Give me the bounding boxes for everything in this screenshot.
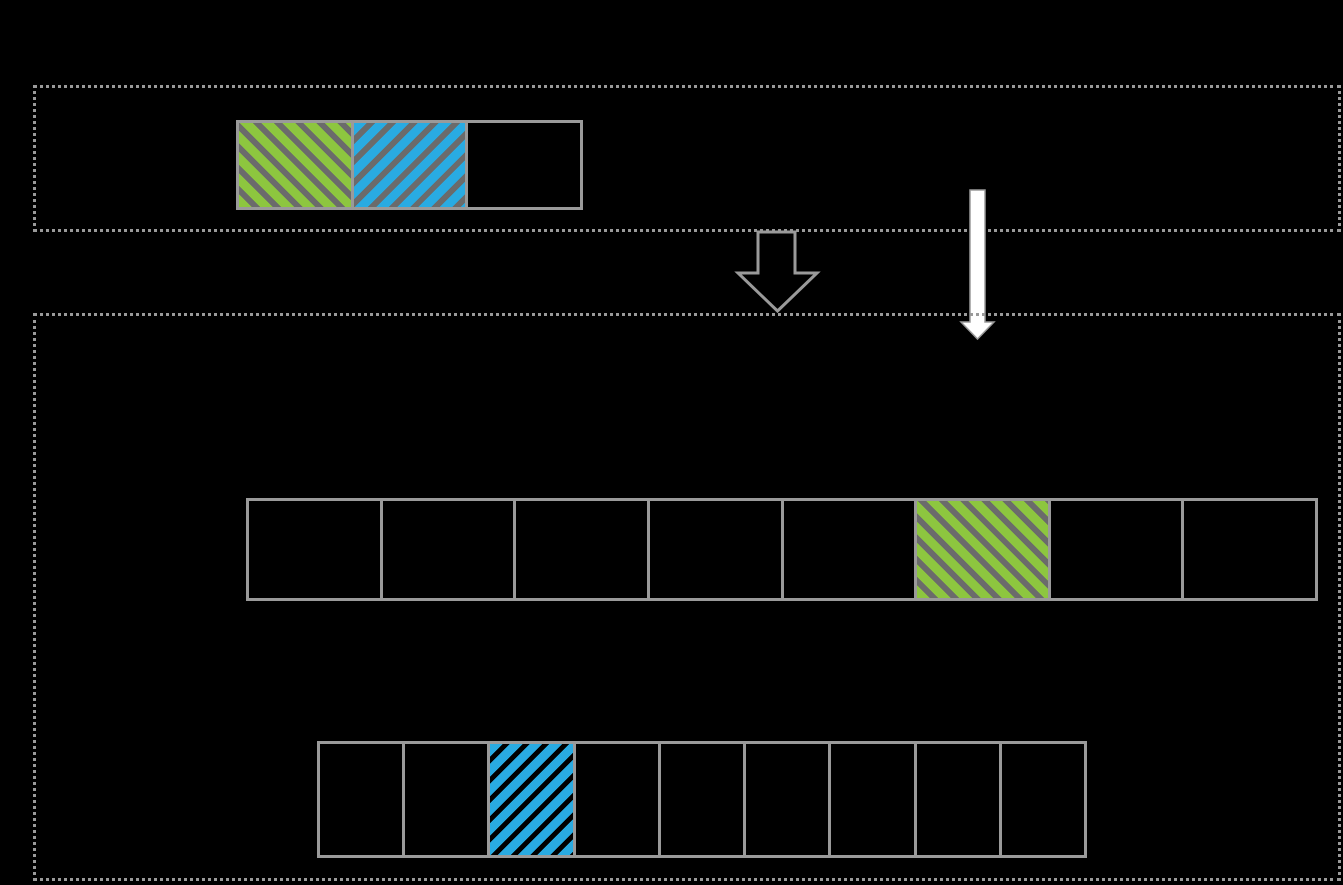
array-cell-empty bbox=[405, 744, 491, 855]
array-cell-empty bbox=[784, 501, 918, 598]
array-cell-empty bbox=[1002, 744, 1084, 855]
array-cell-empty bbox=[576, 744, 661, 855]
source-array-row bbox=[236, 120, 583, 210]
lower-array-row bbox=[317, 741, 1087, 858]
array-cell-green-gray-hatch bbox=[239, 123, 354, 207]
array-cell-empty bbox=[383, 501, 517, 598]
array-cell-empty bbox=[516, 501, 650, 598]
top-dotted-box bbox=[33, 85, 1341, 232]
array-cell-green-gray-hatch bbox=[917, 501, 1051, 598]
array-cell-empty bbox=[468, 123, 580, 207]
array-cell-empty bbox=[320, 744, 406, 855]
array-cell-empty bbox=[746, 744, 832, 855]
array-cell-blue-black-hatch bbox=[490, 744, 576, 855]
array-cell-empty bbox=[917, 744, 1002, 855]
down-arrow-white-icon bbox=[959, 189, 996, 341]
array-cell-empty bbox=[650, 501, 784, 598]
array-cell-empty bbox=[1051, 501, 1185, 598]
array-cell-empty bbox=[249, 501, 383, 598]
array-cell-empty bbox=[1184, 501, 1315, 598]
array-cell-blue-gray-hatch bbox=[353, 123, 469, 207]
array-cell-empty bbox=[661, 744, 747, 855]
down-arrow-outline-icon bbox=[734, 230, 821, 314]
upper-array-row bbox=[246, 498, 1318, 601]
array-cell-empty bbox=[831, 744, 917, 855]
bottom-dotted-box bbox=[33, 313, 1341, 881]
